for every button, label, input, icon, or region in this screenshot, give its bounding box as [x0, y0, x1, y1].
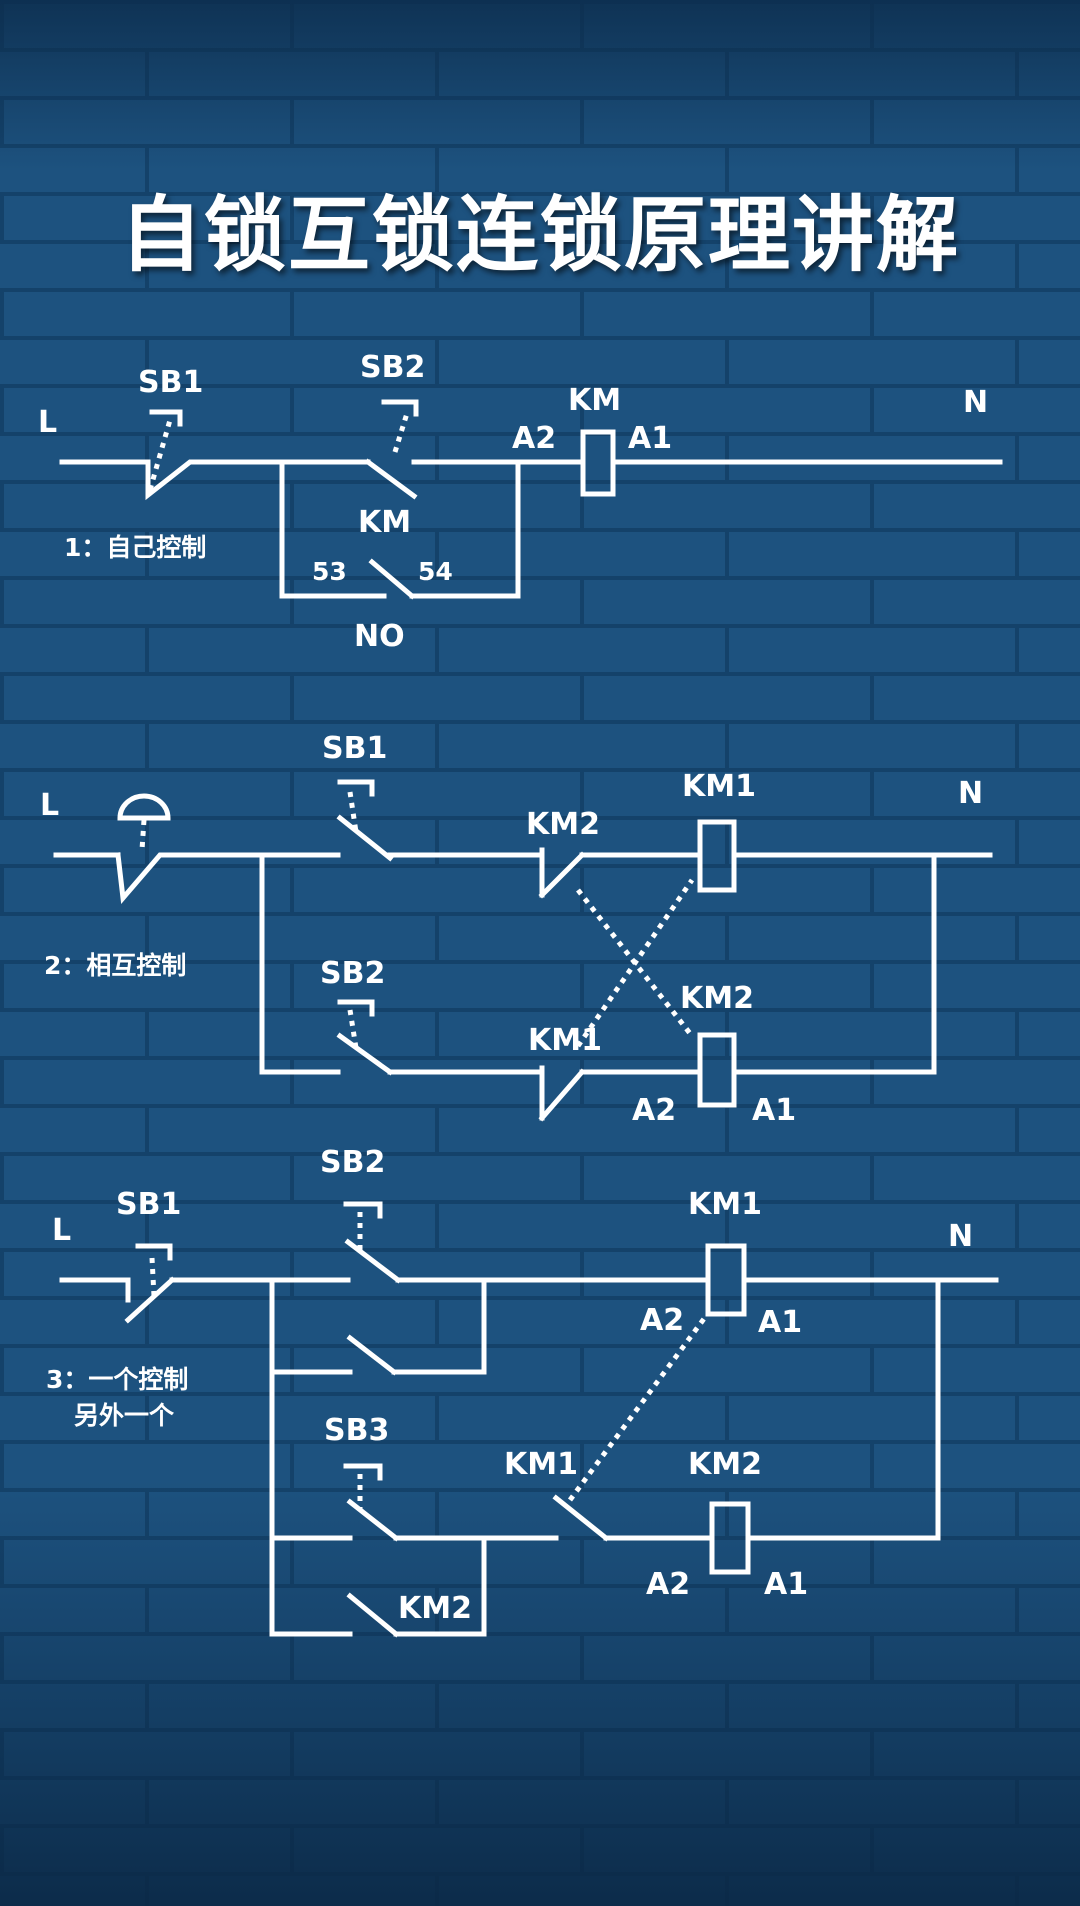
circuit-3-N-label: N — [948, 1219, 973, 1254]
circuit-3-L-label: L — [52, 1213, 71, 1248]
circuit-2-km2-contact-label: KM2 — [526, 807, 600, 842]
circuit-3-sb3-pushbutton — [343, 1463, 383, 1510]
circuit-3-km2-coil — [709, 1501, 751, 1575]
circuit-3-km1-coil — [705, 1243, 747, 1317]
circuit-2-a1-label: A1 — [752, 1093, 796, 1128]
circuit-1-caption: 1：自己控制 — [64, 533, 206, 562]
circuit-2-km1-coil-label: KM1 — [682, 769, 756, 804]
circuit-2-caption: 2：相互控制 — [44, 951, 186, 980]
circuit-3-km2-coil-label: KM2 — [688, 1447, 762, 1482]
circuit-1-terminal-53: 53 — [312, 557, 347, 586]
circuit-1-km-contact-label: KM — [358, 505, 411, 540]
circuit-3-caption-line-1: 3：一个控制 — [46, 1365, 188, 1394]
circuit-1-sb2-pushbutton — [381, 399, 419, 453]
circuit-3-a1-top-label: A1 — [758, 1305, 802, 1340]
circuit-2-km1-mechanical-link — [575, 878, 695, 1048]
circuit-3-caption-line-2: 另外一个 — [74, 1401, 175, 1430]
circuit-2-wires — [53, 814, 993, 1122]
circuit-2-L-label: L — [40, 788, 59, 823]
circuit-1-sb2-label: SB2 — [360, 350, 425, 385]
circuit-2-sb1-label: SB1 — [322, 731, 387, 766]
circuit-1-km-coil-label: KM — [568, 383, 621, 418]
circuit-2-N-label: N — [958, 776, 983, 811]
circuit-3-wires — [59, 1238, 999, 1638]
circuit-3-km1-mechanical-link — [567, 1314, 709, 1502]
circuit-1-km-coil — [580, 429, 616, 497]
circuit-2-km1-contact-label: KM1 — [528, 1023, 602, 1058]
circuit-3-sb2-pushbutton — [343, 1201, 383, 1250]
circuit-3-km2-contact-label: KM2 — [398, 1591, 472, 1626]
circuit-3-sb1-label: SB1 — [116, 1187, 181, 1222]
circuit-2-sb2-pushbutton — [337, 999, 375, 1049]
circuit-3-km1-contact-label: KM1 — [504, 1447, 578, 1482]
circuit-2-km2-coil — [697, 1032, 737, 1108]
circuit-3-a1-bottom-label: A1 — [764, 1567, 808, 1602]
circuit-2-mushroom-stop-button — [117, 793, 171, 851]
circuit-2-interlock: L SB1 KM1 KM2 N 2：相互控制 SB2 KM2 KM1 A2 A1 — [40, 731, 993, 1128]
circuit-1-N-label: N — [963, 385, 988, 420]
circuit-3-a2-top-label: A2 — [640, 1303, 684, 1338]
circuit-1-sb1-label: SB1 — [138, 365, 203, 400]
circuit-1-terminal-54: 54 — [418, 557, 453, 586]
circuit-1-a2-label: A2 — [512, 421, 556, 456]
page-title: 自锁互锁连锁原理讲解 — [119, 188, 960, 283]
circuit-1-no-label: NO — [354, 619, 405, 654]
circuit-2-km2-coil-label: KM2 — [680, 981, 754, 1016]
circuit-2-a2-label: A2 — [632, 1093, 676, 1128]
circuit-1-sb1-pushbutton — [147, 409, 183, 491]
circuit-3-sequential: L SB1 SB2 KM1 N A2 A1 3：一个控制 另外一个 SB3 KM… — [46, 1145, 999, 1638]
circuit-2-km1-coil — [697, 819, 737, 893]
circuit-1-L-label: L — [38, 405, 57, 440]
circuit-2-sb1-pushbutton — [337, 779, 375, 833]
circuit-1-a1-label: A1 — [628, 421, 672, 456]
circuit-3-sb1-pushbutton — [135, 1243, 173, 1297]
circuit-3-a2-bottom-label: A2 — [646, 1567, 690, 1602]
circuit-2-sb2-label: SB2 — [320, 956, 385, 991]
circuit-3-sb2-label: SB2 — [320, 1145, 385, 1180]
circuit-1-wires — [59, 458, 1003, 600]
circuit-3-km1-coil-label: KM1 — [688, 1187, 762, 1222]
circuit-3-sb3-label: SB3 — [324, 1413, 389, 1448]
circuit-1-self-lock: L SB1 SB2 KM A2 A1 N KM 53 54 NO 1：自己控制 — [38, 350, 1003, 654]
